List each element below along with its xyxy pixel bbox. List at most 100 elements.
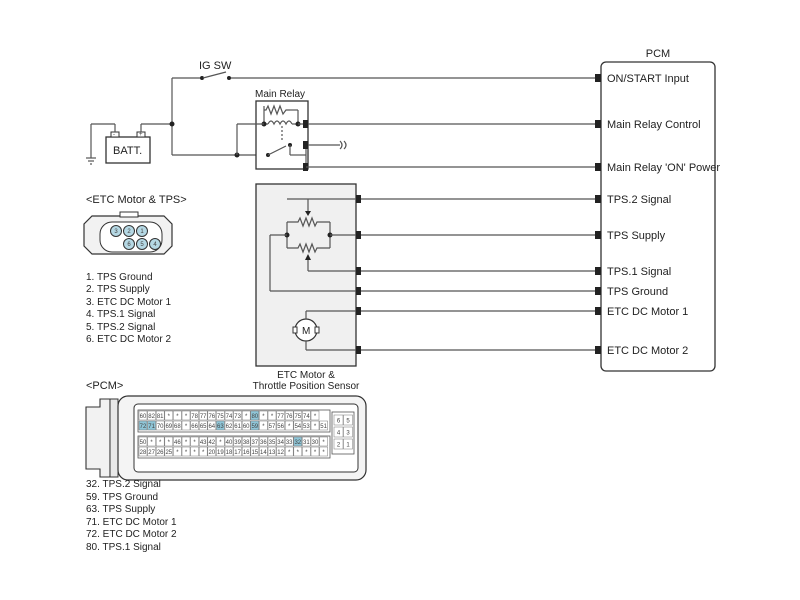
etc-pin-number: 3: [114, 229, 118, 235]
pcm-connector-cell: [250, 410, 260, 421]
pcm-connector-cell: [267, 446, 277, 457]
pcm-connector-side-cell: [333, 414, 344, 426]
etc-pin-list-item: 3. ETC DC Motor 1: [86, 297, 171, 308]
etc-pin-number: 5: [140, 242, 144, 248]
pcm-connector-cell-label: 37: [251, 440, 258, 446]
pcm-connector-cell: [276, 410, 285, 421]
pcm-connector-side-cell-label: 3: [346, 431, 350, 437]
pcm-connector-cell: [190, 420, 199, 431]
pcm-connector-cell-label: 34: [277, 440, 284, 446]
pcm-connector-cell: [293, 410, 303, 421]
pcm-connector-cell: [173, 420, 182, 431]
pcm-connector-cell-label: 75: [217, 414, 224, 420]
pcm-pin-list-item: 63. TPS Supply: [86, 504, 155, 515]
pcm-connector-cell: [259, 420, 268, 431]
pcm-connector-cell-label: *: [185, 440, 188, 446]
pcm-connector-cell-label: *: [202, 450, 205, 456]
pcm-connector-cell: [138, 446, 148, 457]
pcm-connector-cell: [224, 436, 234, 447]
pcm-connector-cell-label: 20: [208, 450, 215, 456]
pcm-connector-cell-label: 70: [157, 424, 164, 430]
pcm-connector-cell: [181, 436, 191, 447]
pcm-connector-cell: [302, 410, 311, 421]
pcm-connector-cell: [241, 410, 251, 421]
pcm-connector-cell-label: 77: [200, 414, 207, 420]
tps-potentiometer-icon: [286, 198, 360, 272]
pcm-connector-cell: [250, 436, 260, 447]
pcm-connector-cell-label: 54: [294, 424, 301, 430]
pcm-connector-cell: [155, 420, 165, 431]
pcm-connector-cell: [233, 446, 242, 457]
etc-connector-pins: [110, 225, 161, 250]
pcm-connector-cell-label: *: [159, 440, 162, 446]
pcm-connector-cell-label: 71: [148, 424, 155, 430]
relay-switch-icon: [266, 143, 292, 157]
pcm-connector-cell-label: 50: [140, 440, 147, 446]
pcm-connector-cell: [138, 410, 148, 421]
battery-label: BATT.: [113, 145, 142, 157]
pcm-connector-cell: [147, 446, 156, 457]
pcm-connector-cell: [147, 420, 156, 431]
pcm-connector-side-cell-label: 4: [337, 431, 341, 437]
pcm-connector-cell-label: 59: [251, 424, 258, 430]
pcm-connector-cell-label: *: [168, 440, 171, 446]
pcm-connector-cell: [207, 420, 217, 431]
pcm-connector-cell-label: 28: [140, 450, 147, 456]
pcm-connector-cell-label: 62: [226, 424, 233, 430]
pcm-pin-list-item: 80. TPS.1 Signal: [86, 542, 161, 553]
pcm-connector-cell: [198, 446, 208, 457]
pcm-connector-cell-label: 74: [226, 414, 233, 420]
pcm-connector-cell-label: *: [262, 424, 265, 430]
pcm-connector-cell-label: 18: [226, 450, 233, 456]
pcm-connector-cell: [293, 420, 303, 431]
pcm-connector-cell-label: 77: [277, 414, 284, 420]
pcm-connector-cell: [276, 446, 285, 457]
pcm-connector-cell: [267, 420, 277, 431]
pcm-connector-cell-label: *: [262, 414, 265, 420]
pcm-connector-cell: [319, 446, 328, 457]
pcm-connector-cell-label: 17: [234, 450, 241, 456]
pcm-connector-cell: [173, 446, 182, 457]
pcm-connector-cell: [216, 446, 225, 457]
pcm-connector-cell-label: *: [193, 440, 196, 446]
pcm-connector-cell: [216, 420, 225, 431]
pcm-connector-side-cell-label: 2: [337, 443, 341, 449]
pcm-connector-cell: [173, 436, 182, 447]
pcm-connector-cell: [259, 410, 268, 421]
pcm-connector-cell-label: *: [297, 450, 300, 456]
pcm-connector-cell: [181, 446, 191, 457]
pcm-connector-cell-label: 72: [140, 424, 147, 430]
pcm-connector-cell-label: 39: [234, 440, 241, 446]
pcm-connector-cell: [138, 436, 148, 447]
pcm-connector-cell: [155, 410, 165, 421]
pcm-connector-cell-label: 46: [174, 440, 181, 446]
pcm-connector-cell-label: 32: [294, 440, 301, 446]
pcm-pin-label: Main Relay 'ON' Power: [607, 162, 720, 174]
pcm-box: [600, 61, 716, 372]
pcm-connector-cell-label: *: [245, 414, 248, 420]
pcm-connector-cell: [207, 410, 217, 421]
pcm-connector-cell: [181, 410, 191, 421]
pcm-connector-side-cell-label: 6: [337, 419, 341, 425]
pcm-connector-cell: [181, 420, 191, 431]
pcm-connector-cell: [250, 446, 260, 457]
motor-icon: [292, 310, 360, 351]
pcm-connector-cell: [241, 420, 251, 431]
pcm-connector-cell: [310, 446, 320, 457]
pcm-connector-cell: [190, 436, 199, 447]
pcm-connector-cell: [233, 410, 242, 421]
pcm-connector-cell: [276, 436, 285, 447]
pcm-connector-cell-label: *: [176, 414, 179, 420]
pcm-pin-label: ETC DC Motor 2: [607, 345, 688, 357]
pcm-connector-cell: [138, 420, 148, 431]
pcm-connector-cell: [216, 436, 225, 447]
pcm-connector-cell-label: *: [314, 450, 317, 456]
pcm-connector-cell: [259, 436, 268, 447]
sensor-terminals: [356, 195, 361, 354]
pcm-connector-cell-label: 61: [234, 424, 241, 430]
pcm-connector-cell-label: *: [314, 424, 317, 430]
pcm-connector-cell-label: 78: [191, 414, 198, 420]
relay-coil-icon: [263, 104, 299, 140]
pcm-connector-cell-label: 64: [208, 424, 215, 430]
